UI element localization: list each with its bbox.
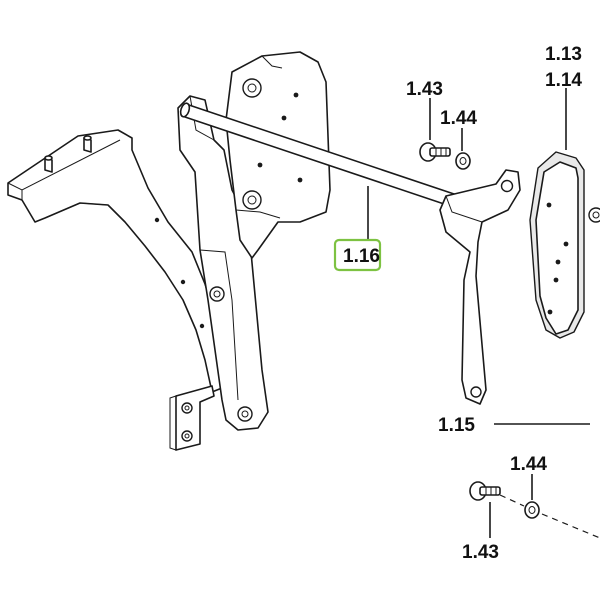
callout-1-43-top: 1.43 [406,79,443,100]
swing-arm [177,95,269,431]
callout-1-44-bottom: 1.44 [510,454,547,475]
highlight-box-1-16 [333,238,382,272]
foot-bracket [169,385,215,451]
callout-1-15: 1.15 [438,415,475,436]
bottom-bolt [469,481,501,501]
callout-1-14: 1.14 [545,70,582,91]
callout-1-44-top: 1.44 [440,108,477,129]
assembly-dashed-line [499,494,600,539]
side-plate [529,151,585,339]
bottom-nut [524,501,540,519]
upright-plate [225,51,331,259]
edge-washer [588,207,600,223]
callout-1-43-bottom: 1.43 [462,542,499,563]
top-nut [455,152,471,170]
top-bolt [419,142,451,162]
left-bracket-plate [7,129,223,393]
right-link-arm [439,169,521,405]
callout-1-13: 1.13 [545,44,582,65]
callout-1-16: 1.16 [343,246,380,267]
